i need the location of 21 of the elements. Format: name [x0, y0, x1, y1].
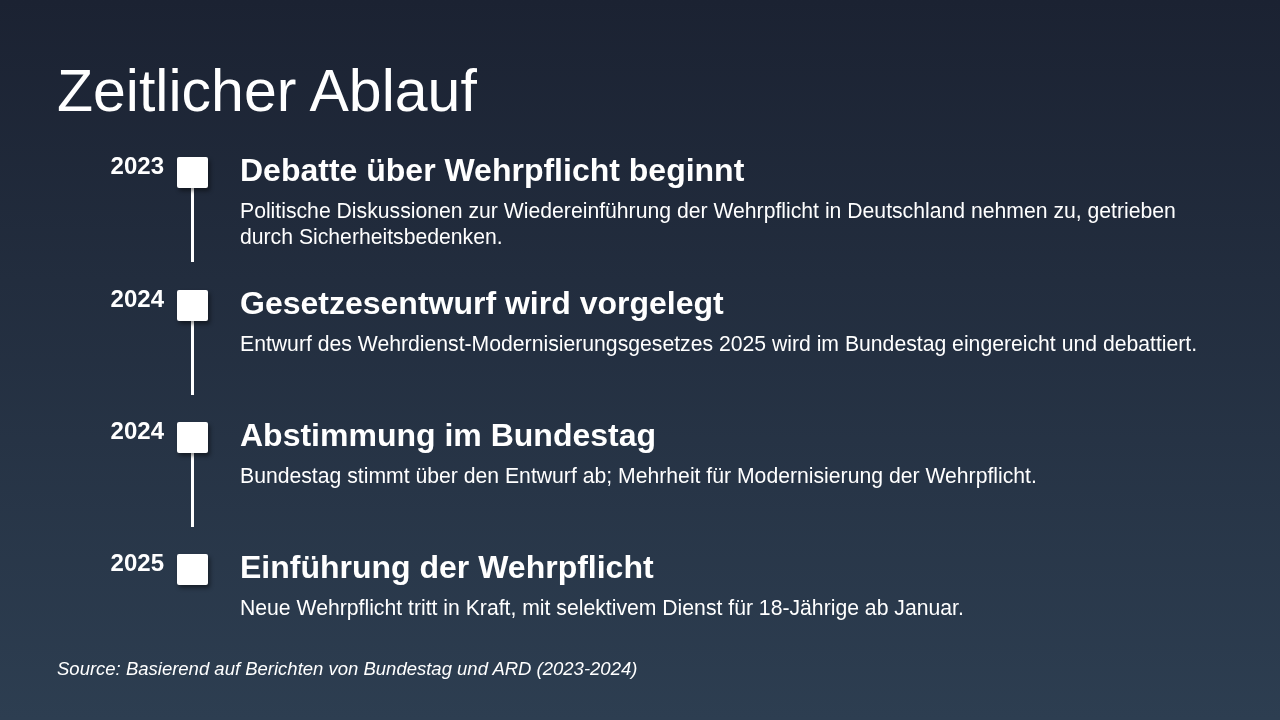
- timeline-marker: [177, 422, 208, 453]
- timeline-line: [191, 453, 194, 527]
- source-note: Source: Basierend auf Berichten von Bundestag und ARD (2023-2024): [57, 657, 638, 681]
- event-description: Entwurf des Wehrdienst-Modernisierungsgesetzes 2025 wird im Bundestag eingereicht und debattiert.: [240, 331, 1199, 357]
- event-heading: Gesetzesentwurf wird vorgelegt: [240, 285, 724, 322]
- timeline-line: [191, 321, 194, 395]
- timeline-marker: [177, 290, 208, 321]
- event-description: Politische Diskussionen zur Wiedereinführung der Wehrpflicht in Deutschland nehmen zu, getrieben durch Sicherheitsbedenken.: [240, 198, 1177, 250]
- timeline-marker: [177, 554, 208, 585]
- event-heading: Abstimmung im Bundestag: [240, 417, 656, 454]
- timeline-line: [191, 188, 194, 262]
- year-label: 2024: [109, 286, 164, 312]
- year-label: 2025: [109, 550, 164, 576]
- event-description: Bundestag stimmt über den Entwurf ab; Mehrheit für Modernisierung der Wehrpflicht.: [240, 463, 1038, 489]
- slide-title: Zeitlicher Ablauf: [57, 57, 477, 125]
- event-heading: Einführung der Wehrpflicht: [240, 549, 654, 586]
- year-label: 2024: [109, 418, 164, 444]
- year-label: 2023: [109, 153, 164, 179]
- timeline-marker: [177, 157, 208, 188]
- event-heading: Debatte über Wehrpflicht beginnt: [240, 152, 745, 189]
- event-description: Neue Wehrpflicht tritt in Kraft, mit selektivem Dienst für 18-Jährige ab Januar.: [240, 595, 965, 621]
